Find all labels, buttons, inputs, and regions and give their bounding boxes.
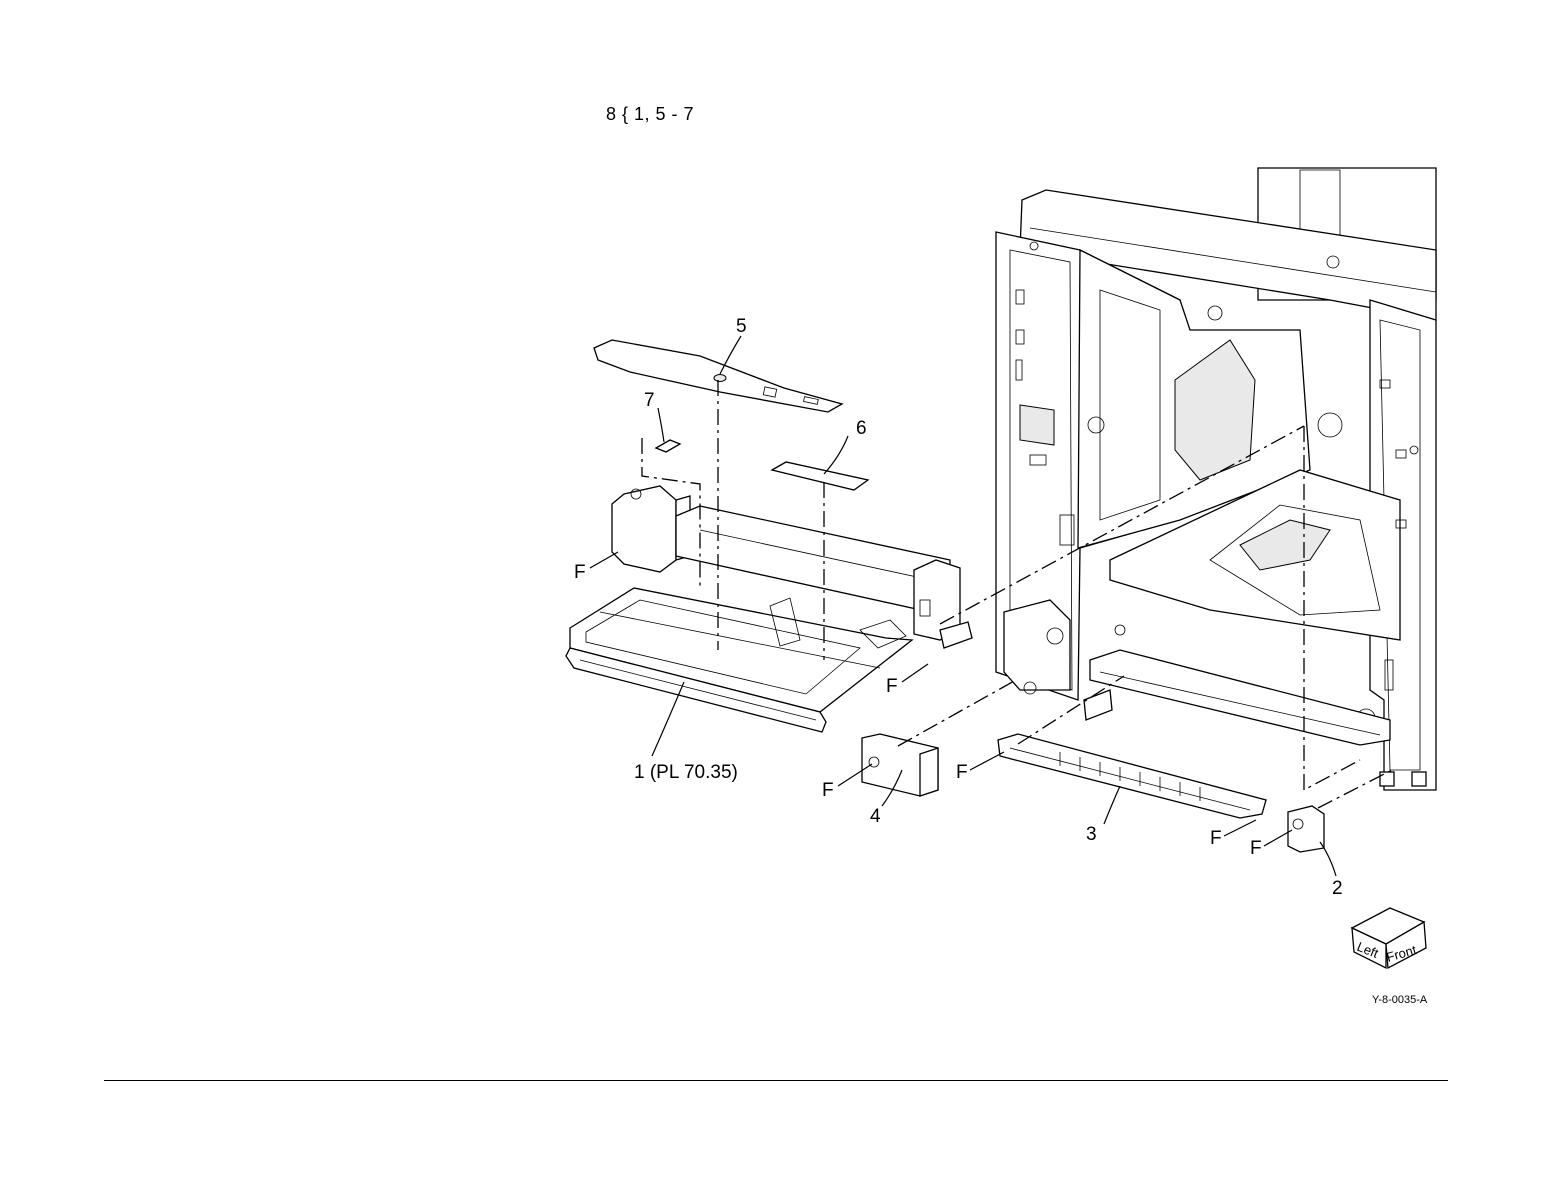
callout-3: 3 (1086, 824, 1097, 845)
part-6-label (772, 462, 868, 490)
callout-5: 5 (736, 316, 747, 337)
callout-2: 2 (1332, 878, 1343, 899)
callout-7: 7 (644, 390, 655, 411)
callout-f-motor: F (574, 562, 586, 583)
callout-f-rail-right: F (1210, 828, 1222, 849)
callout-4: 4 (870, 806, 881, 827)
callout-f-rail-left: F (956, 762, 968, 783)
callout-6: 6 (856, 418, 867, 439)
callout-1: 1 (PL 70.35) (634, 762, 738, 783)
printer-frame (996, 168, 1436, 790)
part-3-rail (998, 734, 1266, 818)
part-4-cover (862, 734, 938, 796)
callout-f-tray: F (886, 676, 898, 697)
part-1-bypass-tray (566, 486, 972, 732)
part-7-clip (656, 440, 680, 452)
callout-f-cap: F (1250, 838, 1262, 859)
part-2-cap (1288, 806, 1324, 852)
figure-id: Y-8-0035-A (1372, 994, 1427, 1006)
callout-f-cover: F (822, 780, 834, 801)
orientation-cube: Left Front (1352, 908, 1426, 968)
footer-divider (104, 1080, 1448, 1081)
